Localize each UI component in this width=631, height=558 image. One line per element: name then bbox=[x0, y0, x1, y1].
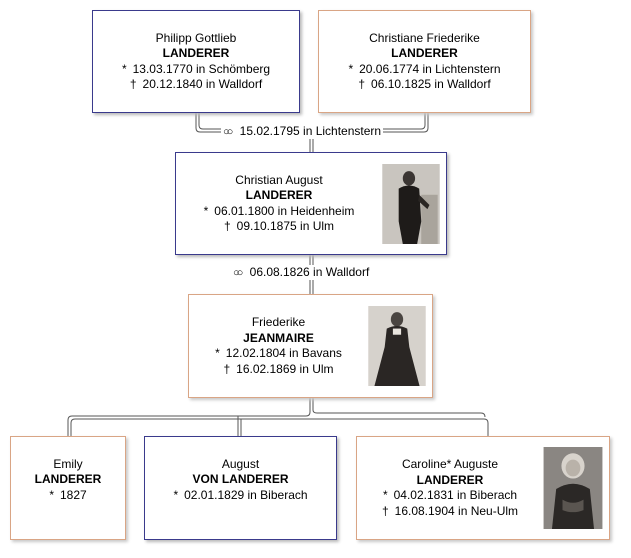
birth-line: * 04.02.1831 in Biberach bbox=[357, 488, 543, 504]
given-name: Christiane Friederike bbox=[369, 30, 480, 45]
birth-text: 20.06.1774 in Lichtenstern bbox=[359, 61, 501, 76]
birth-icon: * bbox=[173, 487, 179, 502]
person-details: Philipp Gottlieb LANDERER * 13.03.1770 in… bbox=[93, 31, 299, 93]
birth-line: * 12.02.1804 in Bavans bbox=[189, 346, 368, 362]
portrait-photo bbox=[382, 163, 440, 244]
surname: LANDERER bbox=[391, 46, 458, 60]
portrait-photo bbox=[368, 306, 426, 386]
surname: LANDERER bbox=[245, 188, 313, 202]
death-line: † 16.08.1904 in Neu-Ulm bbox=[357, 504, 543, 520]
portrait-photo bbox=[543, 447, 603, 529]
birth-text: 04.02.1831 in Biberach bbox=[393, 488, 518, 502]
person-details: Emily LANDERER * 1827 bbox=[11, 457, 125, 504]
person-box-august[interactable]: August VON LANDERER * 02.01.1829 in Biber… bbox=[144, 436, 337, 540]
birth-line: * 02.01.1829 in Biberach bbox=[145, 488, 336, 504]
person-box-philipp[interactable]: Philipp Gottlieb LANDERER * 13.03.1770 in… bbox=[92, 10, 300, 113]
person-details: Christian August LANDERER * 06.01.1800 in… bbox=[176, 173, 382, 235]
death-cross-icon: † bbox=[129, 77, 137, 91]
birth-line: * 20.06.1774 in Lichtenstern bbox=[319, 62, 530, 78]
given-name: August bbox=[221, 456, 260, 471]
surname: LANDERER bbox=[416, 472, 484, 487]
death-line: † 20.12.1840 in Walldorf bbox=[93, 77, 299, 93]
death-cross-icon: † bbox=[381, 503, 389, 518]
person-box-emily[interactable]: Emily LANDERER * 1827 bbox=[10, 436, 126, 540]
surname: LANDERER bbox=[162, 46, 230, 60]
birth-text: 13.03.1770 in Schömberg bbox=[132, 61, 271, 76]
person-details: Friederike JEANMAIRE * 12.02.1804 in Bava… bbox=[189, 315, 368, 377]
person-box-christian[interactable]: Christian August LANDERER * 06.01.1800 in… bbox=[175, 152, 447, 255]
death-line: † 16.02.1869 in Ulm bbox=[189, 362, 368, 378]
birth-text: 1827 bbox=[59, 487, 87, 502]
death-text: 16.08.1904 in Neu-Ulm bbox=[394, 503, 519, 518]
death-cross-icon: † bbox=[223, 219, 231, 233]
marriage-rings-icon: ○○ bbox=[233, 267, 243, 279]
birth-icon: * bbox=[121, 61, 127, 76]
person-box-friederike[interactable]: Friederike JEANMAIRE * 12.02.1804 in Bava… bbox=[188, 294, 433, 398]
death-text: 09.10.1875 in Ulm bbox=[236, 219, 335, 233]
given-name: Caroline* Auguste bbox=[401, 457, 499, 471]
birth-text: 06.01.1800 in Heidenheim bbox=[214, 203, 355, 218]
surname: LANDERER bbox=[34, 472, 102, 487]
birth-line: * 1827 bbox=[11, 488, 125, 504]
death-text: 06.10.1825 in Walldorf bbox=[371, 77, 491, 91]
person-details: Caroline* Auguste LANDERER * 04.02.1831 i… bbox=[357, 457, 543, 519]
person-box-caroline[interactable]: Caroline* Auguste LANDERER * 04.02.1831 i… bbox=[356, 436, 610, 540]
death-line: † 09.10.1875 in Ulm bbox=[176, 219, 382, 235]
marriage-2-label: ○○ 06.08.1826 in Walldorf bbox=[231, 265, 372, 280]
death-cross-icon: † bbox=[358, 77, 366, 91]
death-line: † 06.10.1825 in Walldorf bbox=[319, 77, 530, 93]
marriage-1-label: ○○ 15.02.1795 in Lichtenstern bbox=[221, 124, 384, 139]
birth-line: * 06.01.1800 in Heidenheim bbox=[176, 204, 382, 220]
surname: VON LANDERER bbox=[192, 472, 289, 487]
birth-line: * 13.03.1770 in Schömberg bbox=[93, 62, 299, 78]
death-text: 20.12.1840 in Walldorf bbox=[142, 77, 263, 91]
given-name: Christian August bbox=[235, 172, 323, 187]
birth-icon: * bbox=[348, 61, 354, 76]
death-cross-icon: † bbox=[223, 361, 231, 376]
marriage-rings-icon: ○○ bbox=[223, 126, 233, 138]
surname: JEANMAIRE bbox=[243, 330, 314, 345]
marriage-1-text: 15.02.1795 in Lichtenstern bbox=[239, 124, 382, 138]
birth-text: 02.01.1829 in Biberach bbox=[184, 487, 308, 502]
marriage-2-text: 06.08.1826 in Walldorf bbox=[249, 265, 370, 279]
given-name: Friederike bbox=[251, 315, 306, 329]
birth-text: 12.02.1804 in Bavans bbox=[225, 346, 342, 360]
death-text: 16.02.1869 in Ulm bbox=[236, 361, 334, 376]
given-name: Emily bbox=[53, 456, 83, 471]
given-name: Philipp Gottlieb bbox=[155, 30, 237, 45]
birth-icon: * bbox=[382, 488, 388, 502]
birth-icon: * bbox=[215, 346, 220, 360]
birth-icon: * bbox=[49, 487, 54, 502]
birth-icon: * bbox=[203, 203, 209, 218]
person-box-christiane[interactable]: Christiane Friederike LANDERER * 20.06.17… bbox=[318, 10, 531, 113]
person-details: August VON LANDERER * 02.01.1829 in Biber… bbox=[145, 457, 336, 504]
person-details: Christiane Friederike LANDERER * 20.06.17… bbox=[319, 31, 530, 93]
